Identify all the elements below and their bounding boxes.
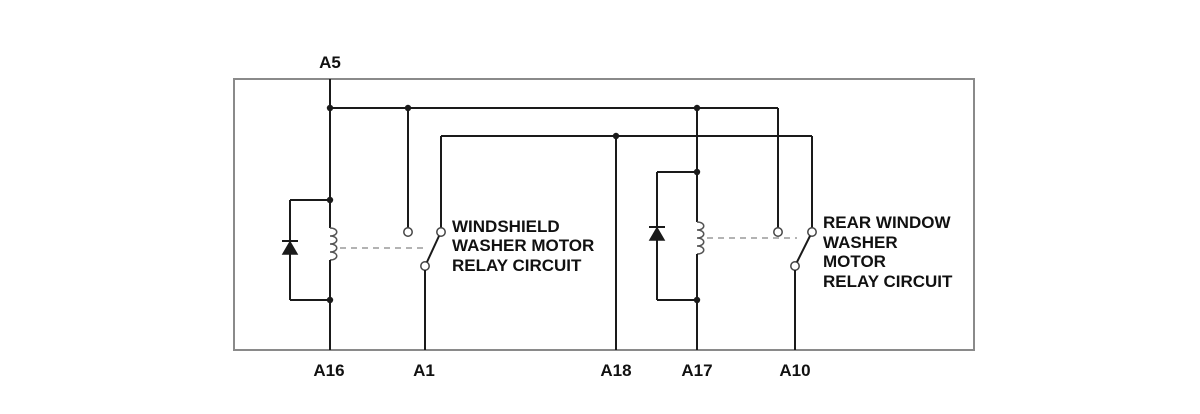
rear-circuit-label: REAR WINDOW WASHER MOTOR RELAY CIRCUIT bbox=[823, 213, 953, 291]
windshield-relay-switch bbox=[403, 227, 446, 350]
a5-supply-bus bbox=[326, 79, 779, 228]
windshield-diode bbox=[281, 199, 330, 301]
pin-label-a18: A18 bbox=[600, 361, 631, 380]
windshield-relay-coil bbox=[326, 108, 338, 350]
windshield-circuit-label: WINDSHIELD WASHER MOTOR RELAY CIRCUIT bbox=[452, 217, 594, 275]
pin-label-a16: A16 bbox=[313, 361, 344, 380]
rear-relay-switch bbox=[773, 227, 817, 350]
svg-text:REAR WINDOW: REAR WINDOW bbox=[823, 213, 951, 232]
svg-text:RELAY CIRCUIT: RELAY CIRCUIT bbox=[823, 272, 953, 291]
a18-common-bus bbox=[440, 132, 813, 350]
pin-label-a5: A5 bbox=[319, 53, 341, 72]
pin-label-a1: A1 bbox=[413, 361, 435, 380]
svg-text:WASHER MOTOR: WASHER MOTOR bbox=[452, 236, 594, 255]
svg-text:MOTOR: MOTOR bbox=[823, 252, 886, 271]
pin-label-a10: A10 bbox=[779, 361, 810, 380]
rear-diode bbox=[648, 171, 697, 301]
relay-housing-frame bbox=[233, 78, 975, 351]
svg-text:RELAY CIRCUIT: RELAY CIRCUIT bbox=[452, 256, 582, 275]
rear-relay-coil bbox=[693, 168, 705, 350]
svg-text:WASHER: WASHER bbox=[823, 233, 898, 252]
svg-text:WINDSHIELD: WINDSHIELD bbox=[452, 217, 560, 236]
pin-label-a17: A17 bbox=[681, 361, 712, 380]
